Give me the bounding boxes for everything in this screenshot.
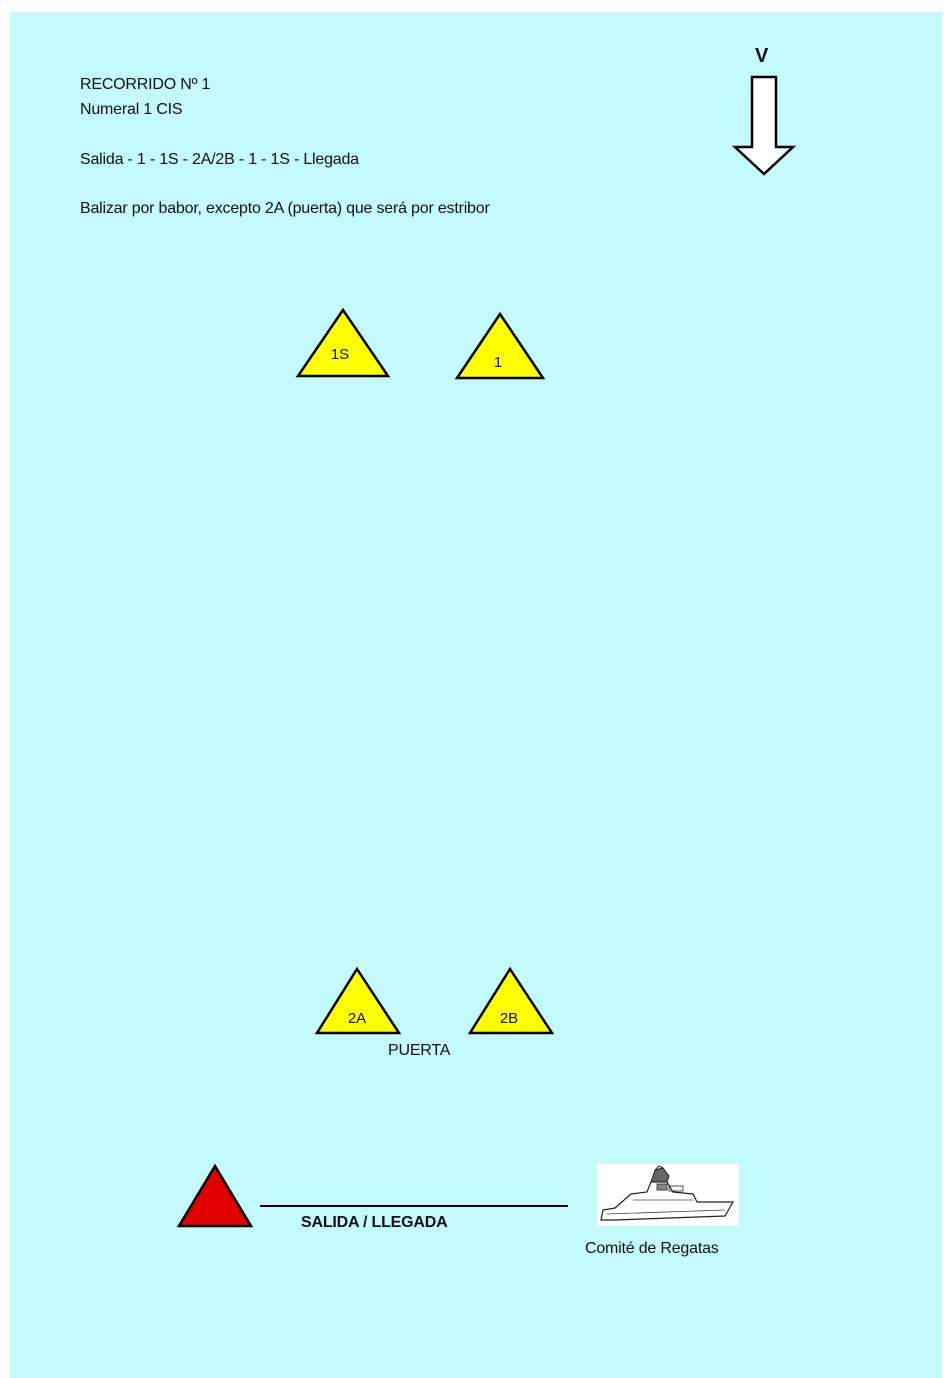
start-finish-label: SALIDA / LLEGADA xyxy=(301,1214,447,1232)
rounding-rule: Balizar por babor, excepto 2A (puerta) q… xyxy=(80,200,490,218)
mark-1: 1 xyxy=(455,312,545,380)
committee-label: Comité de Regatas xyxy=(585,1240,719,1258)
mark-1s: 1S xyxy=(296,308,390,378)
wind-label: V xyxy=(755,45,768,68)
mark-2a: 2A xyxy=(315,967,401,1035)
start-pin-mark xyxy=(177,1164,253,1228)
course-sheet: RECORRIDO Nº 1 Numeral 1 CIS Salida - 1 … xyxy=(10,12,942,1378)
start-line xyxy=(260,1205,568,1207)
gate-label: PUERTA xyxy=(388,1042,450,1060)
committee-boat-icon xyxy=(597,1164,739,1226)
mark-2a-label: 2A xyxy=(348,1010,366,1027)
mark-2b: 2B xyxy=(468,967,554,1035)
arrow-down-icon xyxy=(732,75,796,177)
course-subtitle: Numeral 1 CIS xyxy=(80,101,182,119)
mark-1-label: 1 xyxy=(494,354,502,371)
mark-1s-label: 1S xyxy=(331,346,349,363)
mark-2b-label: 2B xyxy=(500,1010,518,1027)
course-title: RECORRIDO Nº 1 xyxy=(80,76,210,94)
course-sequence: Salida - 1 - 1S - 2A/2B - 1 - 1S - Llega… xyxy=(80,151,359,169)
